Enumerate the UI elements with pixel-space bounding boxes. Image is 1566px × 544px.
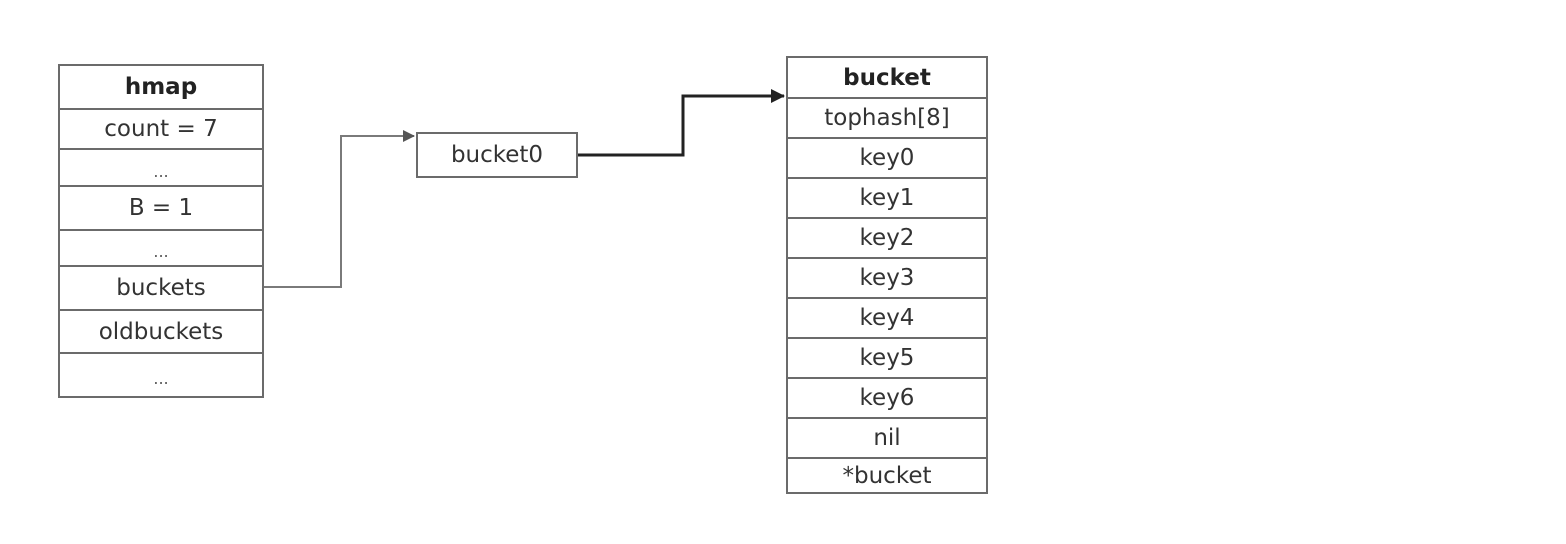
bucket-title: bucket (788, 58, 986, 99)
bucket-field-key4: key4 (788, 299, 986, 339)
bucket0-box: bucket0 (416, 132, 578, 178)
bucket-field-key5: key5 (788, 339, 986, 379)
hmap-title: hmap (60, 66, 262, 110)
arrow-buckets-to-bucket0 (264, 130, 415, 288)
hmap-field-ellipsis: ... (153, 369, 169, 388)
hmap-struct: hmap count = 7 ... B = 1 ... buckets old… (58, 64, 264, 398)
hmap-field-b: B = 1 (60, 187, 262, 231)
bucket-field-key2: key2 (788, 219, 986, 259)
bucket-struct: bucket tophash[8] key0 key1 key2 key3 ke… (786, 56, 988, 494)
hmap-field-oldbuckets: oldbuckets (60, 311, 262, 354)
bucket-field-key3: key3 (788, 259, 986, 299)
bucket-field-tophash: tophash[8] (788, 99, 986, 139)
bucket-field-key0: key0 (788, 139, 986, 179)
hmap-field-count: count = 7 (60, 110, 262, 150)
bucket-field-key6: key6 (788, 379, 986, 419)
bucket-field-overflow-pointer: *bucket (842, 463, 932, 489)
bucket-field-key1: key1 (788, 179, 986, 219)
arrow-bucket0-to-bucket (578, 89, 785, 157)
hmap-field-ellipsis: ... (60, 231, 262, 267)
hmap-field-ellipsis: ... (60, 150, 262, 187)
hmap-field-buckets: buckets (60, 267, 262, 311)
bucket-field-nil: nil (788, 419, 986, 459)
